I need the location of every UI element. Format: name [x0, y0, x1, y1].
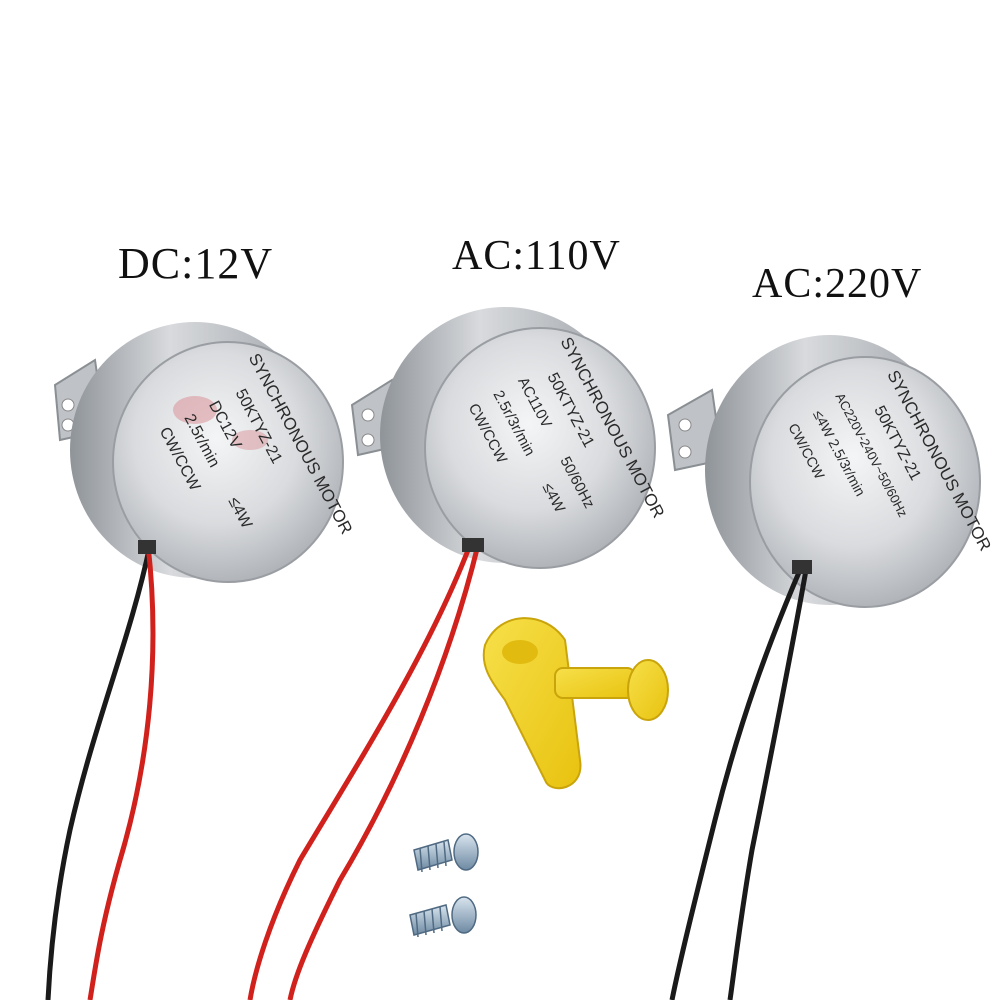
motor-dc: SYNCHRONOUS MOTOR 50KTYZ-21 DC12V 2.5r/m…	[45, 322, 356, 1000]
wire-black	[727, 569, 809, 1000]
wire-grommet	[462, 538, 484, 552]
wire-red	[287, 544, 481, 1000]
wire-grommet	[792, 560, 812, 574]
cam-knob	[627, 659, 669, 721]
mounting-hole	[61, 398, 75, 412]
screw	[409, 896, 477, 938]
yellow-cam	[482, 617, 669, 790]
screw	[413, 833, 479, 873]
cam-shaft	[554, 667, 636, 699]
wire-black	[669, 569, 803, 1000]
label-dc-12v: DC:12V	[118, 239, 274, 288]
wire-red	[247, 544, 473, 1000]
label-ac-220v: AC:220V	[752, 261, 923, 307]
screw-head	[451, 896, 477, 934]
motor-face	[112, 341, 344, 583]
mounting-hole	[678, 445, 692, 459]
wire-grommet	[138, 540, 156, 554]
label-ac-110v: AC:110V	[452, 233, 621, 279]
wire-red	[87, 544, 156, 1000]
mounting-hole	[361, 433, 375, 447]
motor-face	[424, 327, 656, 569]
motor-ac220: SYNCHRONOUS MOTOR 50KTYZ-21 AC220V-240V~…	[666, 335, 995, 1000]
mounting-hole	[678, 418, 692, 432]
motor-face	[749, 356, 981, 608]
screw-head	[453, 833, 479, 871]
wire-black	[45, 544, 153, 1000]
cam-hole	[502, 640, 538, 664]
mounting-hole	[361, 408, 375, 422]
